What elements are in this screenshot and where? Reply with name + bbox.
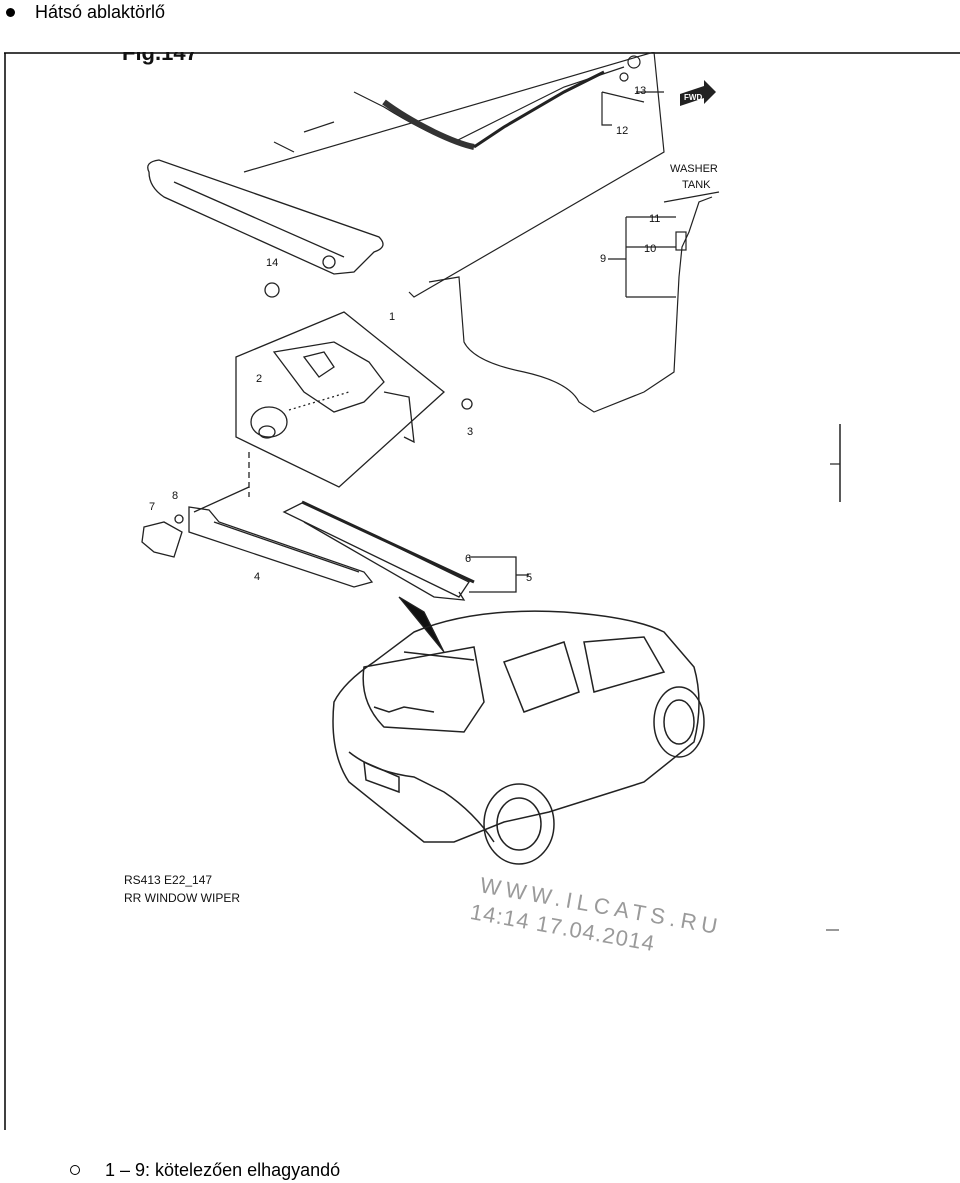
watermark: WWW.ILCATS.RU 14:14 17.04.2014 (468, 872, 724, 956)
callout-4: 4 (254, 571, 260, 583)
callout-10: 10 (644, 243, 656, 255)
caption-title: RR WINDOW WIPER (124, 891, 240, 905)
callout-7: 7 (149, 501, 155, 513)
washer-tank-label-2: TANK (682, 179, 711, 191)
callout-11: 11 (649, 213, 660, 225)
linkage-panel (243, 52, 720, 413)
callout-12: 12 (616, 125, 628, 137)
bullet-icon (6, 7, 15, 17)
wiper-arm-blade (141, 500, 529, 653)
figure-number: Fig.147 (122, 52, 198, 65)
callout-14: 14 (266, 257, 278, 269)
fwd-arrow-icon: FWD (680, 80, 716, 106)
callout-3: 3 (467, 426, 473, 438)
callout-6: 6 (465, 553, 471, 565)
callout-1: 1 (389, 311, 395, 323)
page-heading: Hátsó ablaktörlő (35, 1, 166, 22)
car-body (332, 610, 705, 865)
footer-note: 1 – 9: kötelezően elhagyandó (105, 1159, 341, 1180)
callout-9: 9 (600, 253, 606, 265)
callout-5: 5 (526, 572, 532, 584)
callout-8: 8 (172, 490, 178, 502)
washer-tank-label-1: WASHER (670, 163, 718, 175)
wiper-motor-box (193, 311, 473, 513)
circle-bullet-icon (70, 1165, 80, 1175)
heading-row: Hátsó ablaktörlő (6, 0, 165, 24)
fwd-label: FWD (684, 93, 702, 102)
caption-code: RS413 E22_147 (124, 873, 212, 887)
callout-2: 2 (256, 373, 262, 385)
stop-lamp (147, 159, 384, 298)
callout-13: 13 (634, 85, 646, 97)
parts-diagram: Fig.147 (4, 52, 960, 1130)
footer-row: 1 – 9: kötelezően elhagyandó (70, 1158, 340, 1182)
